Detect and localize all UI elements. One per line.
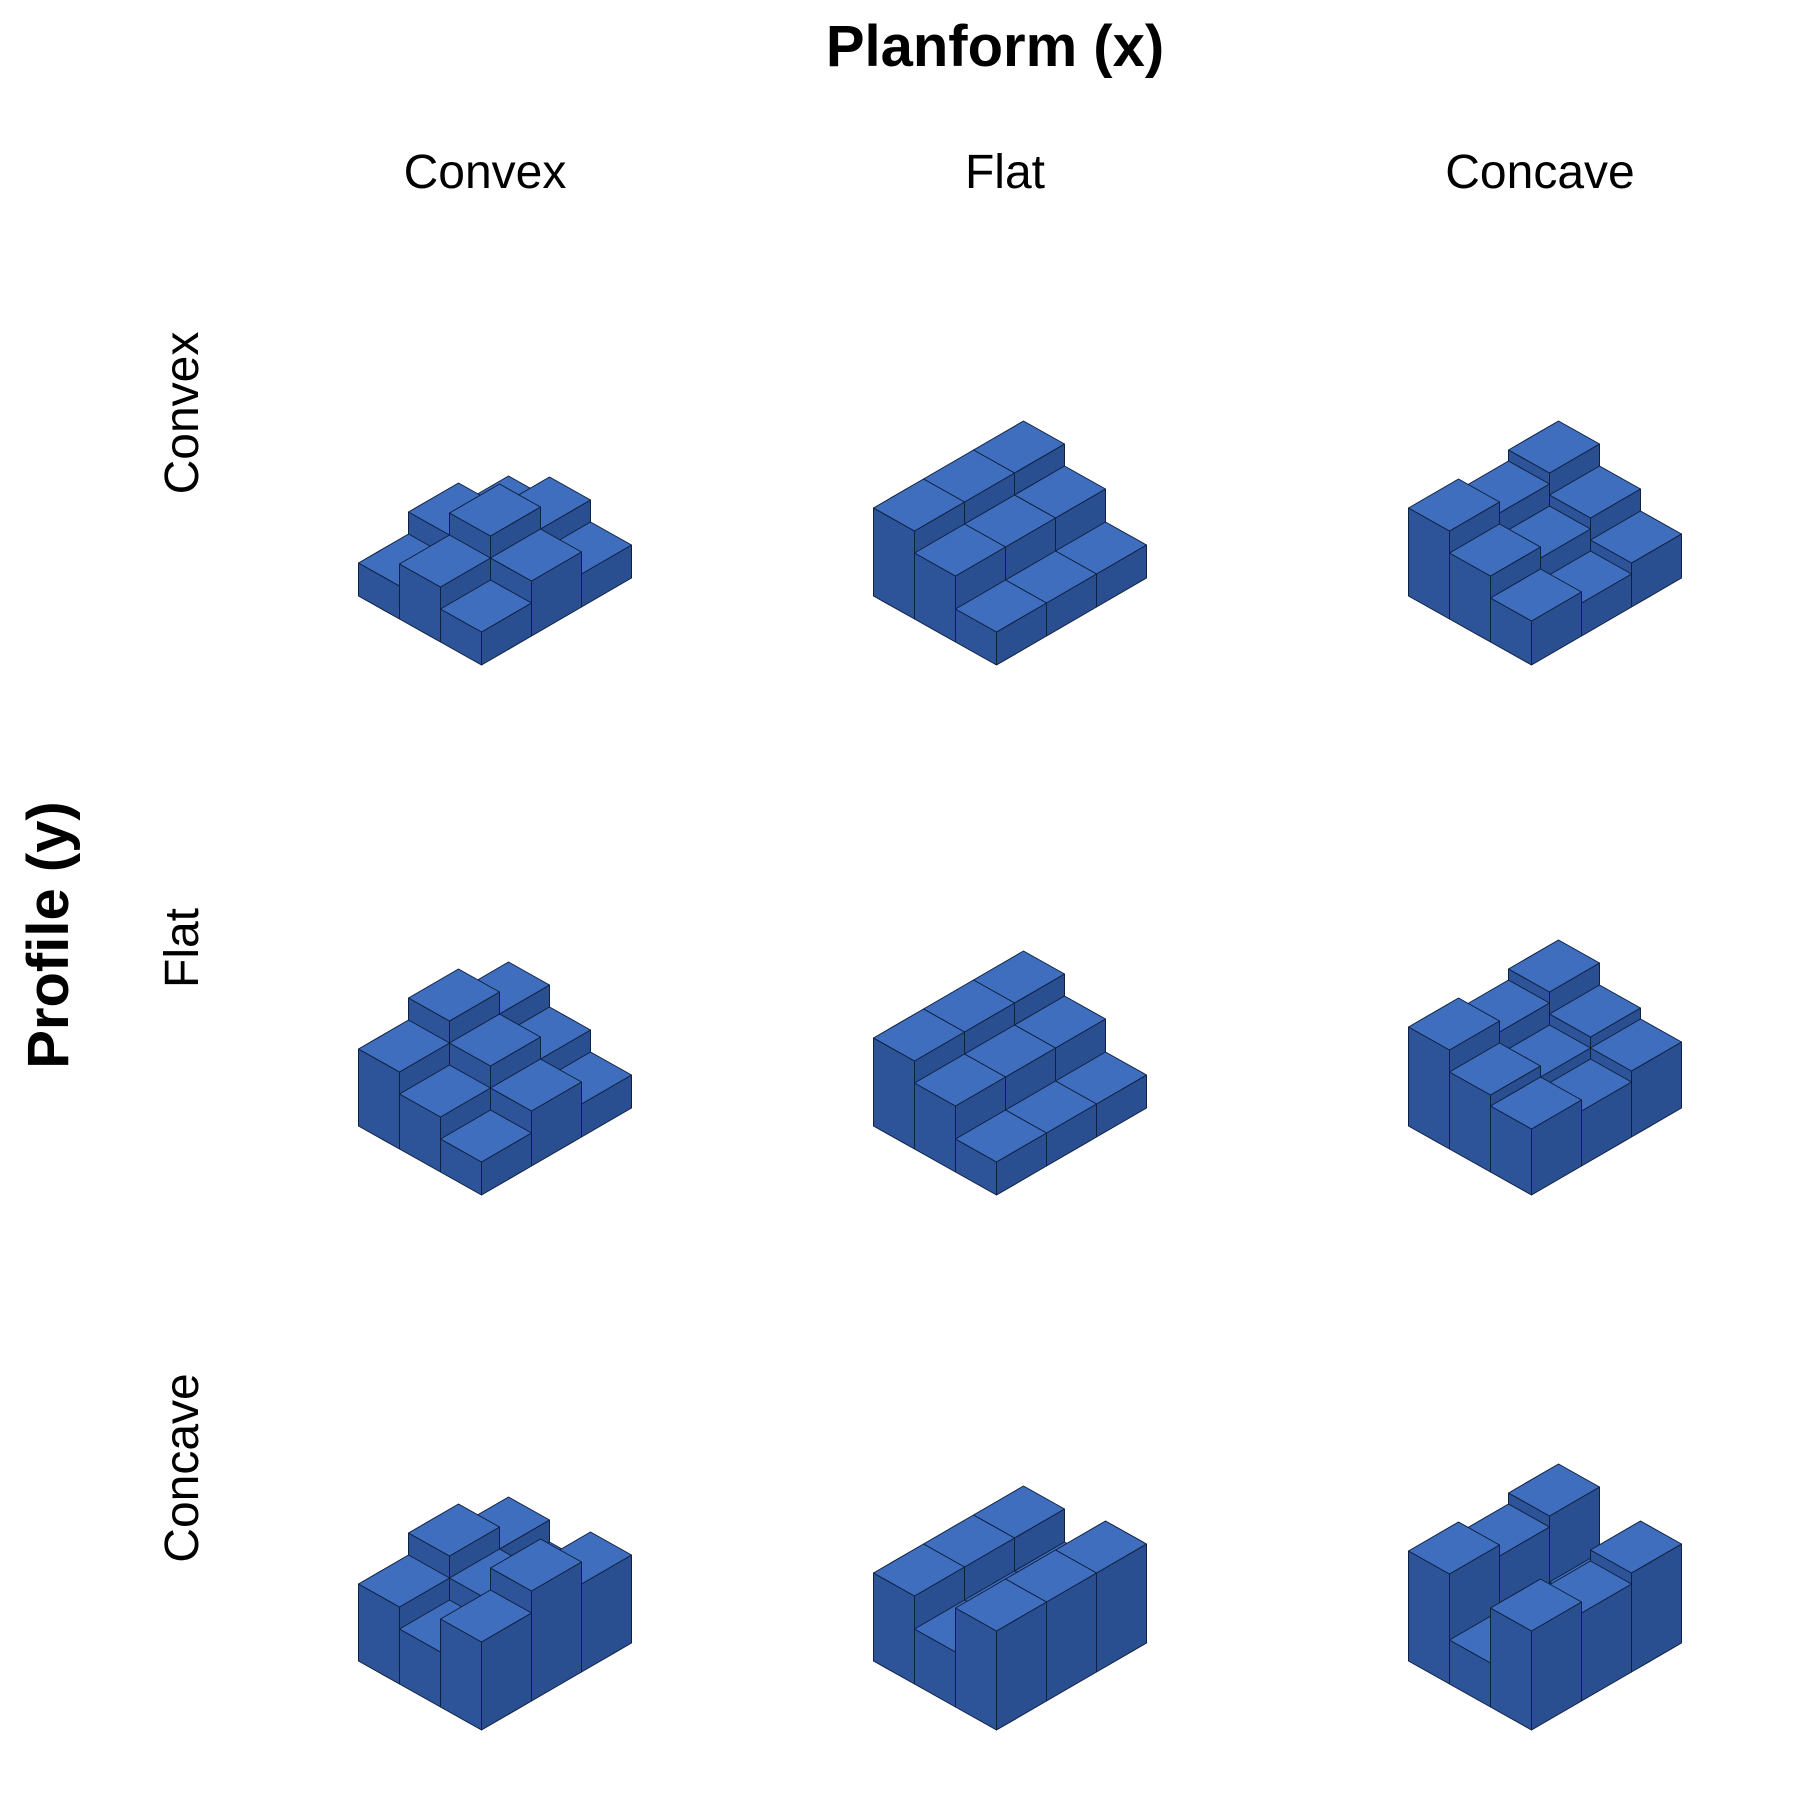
block-top-face — [1490, 568, 1582, 622]
block-top-face — [1490, 1578, 1582, 1632]
block-top-face — [955, 1109, 1047, 1163]
block-top-face — [873, 1008, 965, 1062]
block — [1490, 568, 1582, 666]
block-top-face — [1549, 984, 1641, 1038]
panel-concave-convex — [358, 1496, 632, 1731]
block-top-face — [1449, 523, 1541, 577]
panel-concave-concave — [1408, 1463, 1682, 1731]
panel-convex-concave — [1408, 420, 1682, 666]
block-top-face — [440, 1589, 532, 1643]
block-top-face — [1449, 1042, 1541, 1096]
block-top-face — [490, 1538, 582, 1592]
y-axis-title: Profile (y) — [16, 801, 81, 1069]
block-top-face — [449, 1013, 541, 1067]
block-top-face — [1508, 1463, 1600, 1517]
block-top-face — [873, 478, 965, 532]
block-top-face — [1549, 465, 1641, 519]
block — [1490, 1578, 1582, 1731]
block-top-face — [490, 1058, 582, 1112]
block-top-face — [399, 1064, 491, 1118]
block — [440, 1109, 532, 1196]
block-top-face — [358, 1019, 450, 1073]
block-top-face — [1590, 1520, 1682, 1574]
block — [1490, 1076, 1582, 1196]
block-top-face — [955, 1578, 1047, 1632]
block-top-face — [1508, 939, 1600, 993]
block-top-face — [1490, 1076, 1582, 1130]
block — [440, 1589, 532, 1731]
block-top-face — [1408, 997, 1500, 1051]
block-top-face — [440, 1109, 532, 1163]
block — [440, 579, 532, 666]
panel-convex-flat — [873, 420, 1147, 666]
block — [955, 579, 1047, 666]
block-top-face — [1590, 1018, 1682, 1072]
panel-flat-flat — [873, 950, 1147, 1196]
row-label-convex: Convex — [156, 332, 209, 495]
block-top-face — [1408, 478, 1500, 532]
block-top-face — [408, 968, 500, 1022]
block-top-face — [914, 523, 1006, 577]
block-top-face — [1408, 1521, 1500, 1575]
column-label-convex: Convex — [404, 146, 567, 199]
block-panels — [358, 420, 1682, 1731]
row-label-concave: Concave — [156, 1373, 209, 1562]
block-top-face — [408, 1503, 500, 1557]
block-top-face — [449, 483, 541, 537]
column-label-flat: Flat — [965, 146, 1045, 199]
panel-convex-convex — [358, 475, 632, 666]
row-label-flat: Flat — [156, 908, 209, 988]
block — [955, 1578, 1047, 1731]
block-top-face — [1590, 510, 1682, 564]
panel-flat-convex — [358, 961, 632, 1196]
block-top-face — [490, 528, 582, 582]
block-top-face — [399, 534, 491, 588]
block-top-face — [914, 1053, 1006, 1107]
x-axis-title: Planform (x) — [826, 14, 1164, 79]
panel-flat-concave — [1408, 939, 1682, 1196]
block-top-face — [873, 1543, 965, 1597]
block — [490, 1058, 582, 1167]
block-top-face — [1508, 420, 1600, 474]
block-top-face — [440, 579, 532, 633]
panel-concave-flat — [873, 1485, 1147, 1731]
column-label-concave: Concave — [1445, 146, 1634, 199]
block-top-face — [955, 579, 1047, 633]
block — [955, 1109, 1047, 1196]
block-top-face — [358, 1554, 450, 1608]
